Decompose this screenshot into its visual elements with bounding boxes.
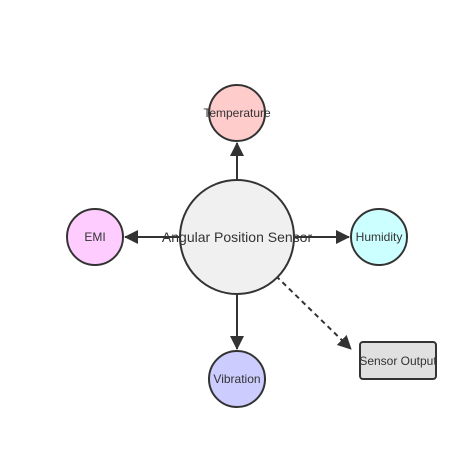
node-temperature[interactable]: Temperature [203, 84, 271, 142]
node-humidity[interactable]: Humidity [350, 208, 408, 266]
node-vibration-label: Vibration [213, 372, 261, 386]
node-sensor-output[interactable]: Sensor Output [359, 341, 437, 380]
node-vibration[interactable]: Vibration [208, 350, 266, 408]
edge-center-output [275, 275, 352, 350]
node-angular-position-sensor[interactable]: Angular Position Sensor [162, 179, 312, 295]
node-emi-label: EMI [84, 230, 106, 244]
node-emi[interactable]: EMI [66, 208, 124, 266]
node-sensor-output-label: Sensor Output [359, 353, 437, 368]
node-temperature-label: Temperature [203, 106, 271, 120]
node-humidity-label: Humidity [355, 230, 403, 244]
node-angular-position-sensor-label: Angular Position Sensor [161, 229, 313, 245]
